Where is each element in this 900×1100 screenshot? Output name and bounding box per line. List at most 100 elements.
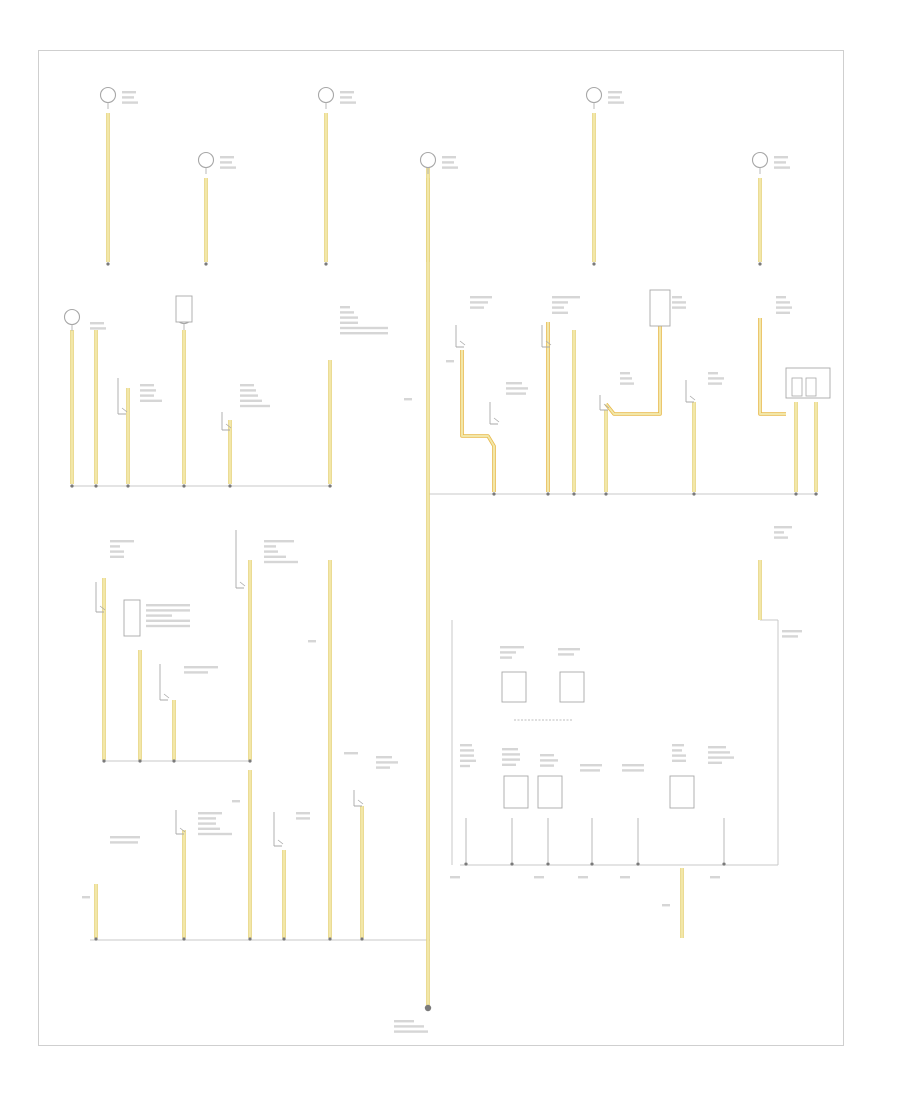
label-bar-ml1-3: [110, 555, 124, 558]
label-bar-ml2-3: [146, 619, 190, 622]
wire-ur6-edge: [758, 318, 786, 416]
label-bar-ul2-4: [240, 404, 270, 408]
switch-2: [221, 412, 230, 431]
lamp-3: [317, 86, 335, 104]
ground-node-ll3: [282, 937, 286, 941]
label-bar-lr11-1: [782, 635, 798, 638]
switch-3-blade: [459, 340, 466, 346]
module-7: [503, 775, 529, 809]
label-bar-lr13-0: [534, 876, 544, 879]
switch-1: [117, 378, 126, 415]
module-1: [175, 295, 193, 323]
switch-6: [599, 395, 608, 411]
ground-node-ml3: [248, 759, 252, 763]
label-bar-lr10-1: [774, 531, 784, 534]
label-bar-ur6-2: [620, 382, 634, 385]
label-bar-ur3-1: [672, 301, 686, 304]
label-bar-top5-1: [774, 161, 786, 164]
label-bar-g-1: [394, 1025, 424, 1028]
label-bar-ll5-0: [344, 752, 358, 755]
ground-node-ll2: [248, 937, 252, 941]
label-bar-lr16-0: [710, 876, 720, 879]
label-bar-ml1-0: [110, 540, 134, 543]
label-bar-ur2-3: [552, 311, 568, 314]
ground-node-ml0: [102, 759, 106, 763]
label-bar-lr3-3: [460, 759, 476, 762]
label-bar-ul1-3: [140, 399, 162, 402]
label-bar-lr8-1: [672, 749, 682, 752]
label-bar-top1-0: [220, 156, 234, 159]
switch-5-blade: [493, 417, 500, 423]
ground-node-top5: [758, 262, 762, 266]
label-bar-ll4-0: [376, 756, 392, 759]
label-bar-ml3-0: [264, 540, 294, 543]
label-bar-top0-0: [122, 91, 136, 94]
lamp-6: [751, 151, 769, 169]
wire-ur0: [461, 350, 495, 492]
label-bar-top3-0: [442, 156, 456, 159]
label-bar-ll2-2: [198, 822, 216, 825]
label-bar-ur2-2: [552, 306, 564, 309]
switch-5: [489, 402, 498, 425]
label-bar-top4-1: [608, 96, 620, 99]
label-bar-ur5-0: [506, 382, 522, 385]
switch-8-blade: [99, 605, 106, 611]
label-bar-lr10-0: [774, 526, 792, 529]
ground-node-ur0: [492, 492, 496, 496]
switch-13-blade: [357, 799, 364, 805]
module-3-contact-a: [791, 377, 803, 397]
module-8: [537, 775, 563, 809]
ground-node-ur3: [604, 492, 608, 496]
label-bar-ur9-0: [404, 398, 412, 401]
label-bar-ur2-0: [552, 296, 580, 299]
label-bar-ul1-1: [140, 389, 156, 392]
label-bar-top0-2: [122, 101, 138, 104]
label-bar-ur3-0: [672, 296, 682, 299]
label-bar-top1-1: [220, 161, 232, 164]
ground-node-top0: [106, 262, 110, 266]
label-bar-top4-0: [608, 91, 622, 94]
label-bar-lr2-0: [558, 648, 580, 651]
ground-node-ul2: [126, 484, 130, 488]
wires: [70, 113, 818, 1006]
label-bar-ur1-2: [470, 306, 484, 309]
label-bar-lr3-2: [460, 754, 474, 757]
label-bar-lr4-1: [502, 753, 520, 756]
label-bar-ur4-3: [776, 311, 790, 314]
module-9: [669, 775, 695, 809]
label-bar-lr11-0: [782, 630, 802, 633]
ground-node-top1: [204, 262, 208, 266]
label-bar-ll3-0: [296, 812, 310, 815]
label-bar-ml2-2: [146, 614, 172, 617]
label-bar-ll2-1: [198, 817, 216, 820]
label-bar-top3-1: [442, 161, 454, 164]
label-bar-lr8-2: [672, 754, 686, 757]
label-bar-ur7-1: [708, 377, 724, 380]
label-bar-ul3-3: [340, 321, 358, 324]
label-bar-lr9-1: [708, 751, 730, 754]
label-bar-lr4-3: [502, 763, 516, 766]
ground-node-ll5: [360, 937, 364, 941]
switch-8: [95, 582, 104, 613]
switch-9-blade: [239, 581, 246, 587]
label-bar-ml1-1: [110, 545, 120, 548]
label-bar-lr9-2: [708, 756, 734, 759]
label-bar-top5-2: [774, 166, 790, 169]
label-bar-ur6-0: [620, 372, 630, 375]
label-bar-ul4-0: [90, 322, 104, 325]
label-bar-lr9-0: [708, 746, 726, 749]
label-bar-lr2-1: [558, 653, 574, 656]
label-bar-lr4-2: [502, 758, 520, 761]
label-bar-ll1-0: [110, 836, 140, 839]
ground-node-top4: [592, 262, 596, 266]
ground-node-top2: [324, 262, 328, 266]
labels: [82, 91, 802, 1033]
label-bar-top1-2: [220, 166, 236, 169]
label-bar-top4-2: [608, 101, 624, 104]
switch-3: [455, 325, 464, 348]
label-bar-ml1-2: [110, 550, 124, 553]
label-bar-ll4-2: [376, 766, 390, 769]
wire-ur6: [759, 318, 786, 415]
main-ground-point: [424, 1004, 432, 1012]
label-bar-top5-0: [774, 156, 788, 159]
